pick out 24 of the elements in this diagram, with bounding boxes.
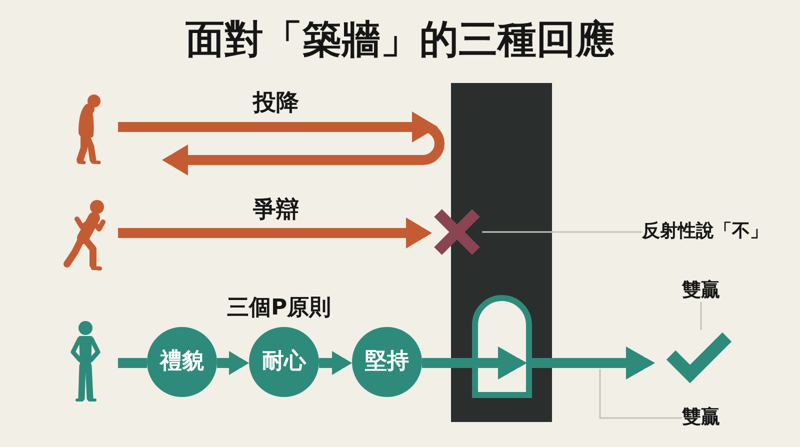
- leader-line: [599, 369, 682, 419]
- title: 面對「築牆」的三種回應: [186, 18, 614, 64]
- connector-line: [118, 358, 147, 368]
- step-circle: 禮貌: [147, 327, 217, 397]
- callout-text: 反射性說「不」: [642, 222, 768, 242]
- standing-person-icon: [70, 320, 101, 403]
- section-heading: 三個P原則: [226, 295, 332, 321]
- leader-line: [482, 231, 642, 233]
- arrow: [532, 346, 655, 380]
- callout-text: 雙贏: [682, 280, 720, 302]
- arrow: [319, 351, 352, 375]
- arrow: [422, 346, 527, 380]
- leader-line: [700, 302, 702, 330]
- u-turn-arrow: [118, 112, 444, 176]
- arrow: [217, 351, 249, 375]
- step-circle: 耐心: [249, 327, 319, 397]
- callout-text: 雙贏: [682, 407, 720, 429]
- step-circle: 堅持: [352, 327, 422, 397]
- cross-mark-icon: [432, 207, 482, 257]
- edge-label: 投降: [250, 90, 302, 116]
- check-mark-icon: [664, 330, 732, 386]
- wall: [451, 83, 552, 422]
- running-person-icon: [63, 198, 106, 272]
- arrow: [118, 218, 432, 248]
